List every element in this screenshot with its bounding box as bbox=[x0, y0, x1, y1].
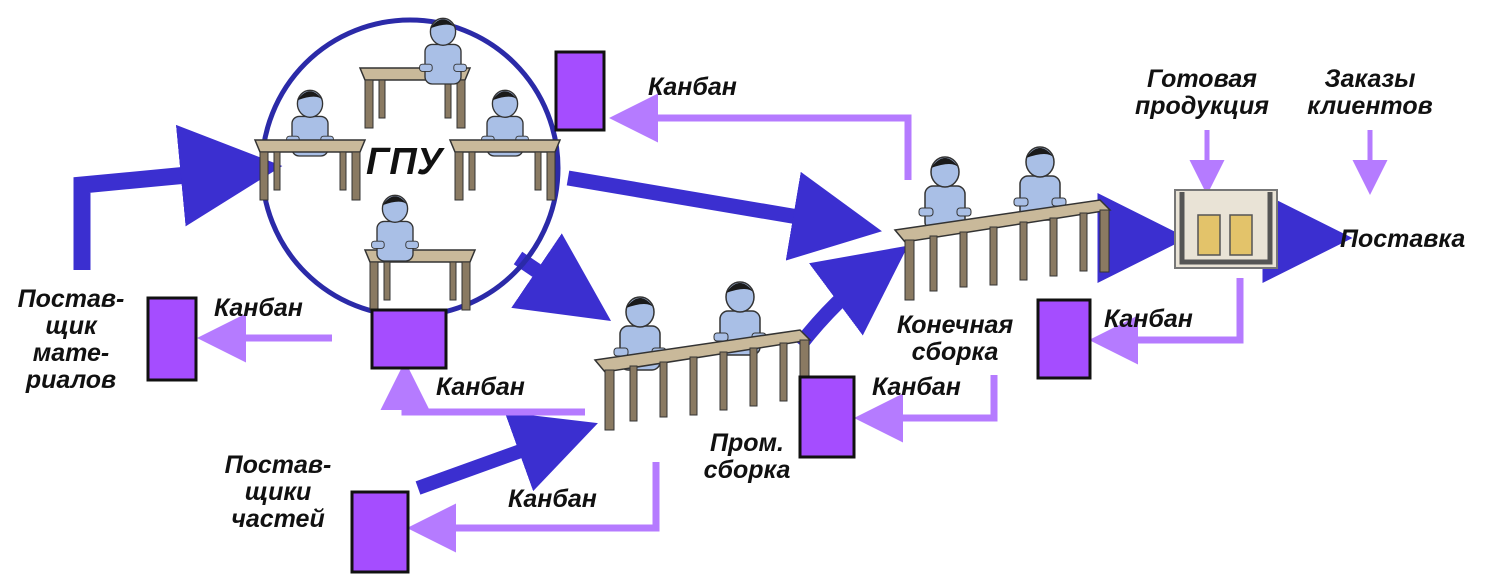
flow-parts-to-intermediate bbox=[415, 412, 598, 495]
gpu-label: ГПУ bbox=[366, 141, 443, 183]
customer-orders-label: Заказы клиентов bbox=[1307, 65, 1433, 120]
finished-goods-label: Готовая продукция bbox=[1135, 65, 1269, 120]
kanban-arrow-intermediate-to-gpu bbox=[380, 361, 585, 416]
flow-gpu-to-intermediate bbox=[511, 233, 612, 322]
gpu-worker-top bbox=[359, 17, 471, 129]
goods-box bbox=[1229, 214, 1253, 256]
gpu-worker-left bbox=[254, 89, 366, 201]
delivery-label: Поставка bbox=[1340, 225, 1466, 253]
goods-box bbox=[1197, 214, 1221, 256]
kanban-arrow-intermediate-to-parts bbox=[407, 462, 660, 553]
kanban-label: Канбан bbox=[1104, 305, 1193, 333]
flow-supplier-to-gpu bbox=[73, 124, 283, 270]
kanban-card-final bbox=[1036, 298, 1092, 380]
kanban-label: Канбан bbox=[508, 485, 597, 513]
kanban-label: Канбан bbox=[648, 73, 737, 101]
kanban-label: Канбан bbox=[214, 294, 303, 322]
intermediate-assembly-label: Пром. сборка bbox=[703, 429, 791, 484]
kanban-card-materials bbox=[146, 296, 198, 382]
material-flow-arrows bbox=[73, 124, 1353, 495]
kanban-card-intermediate bbox=[798, 375, 856, 459]
kanban-card-gpu-in bbox=[370, 308, 448, 370]
kanban-label: Канбан bbox=[436, 373, 525, 401]
kanban-arrow-goods-to-final bbox=[1089, 278, 1244, 365]
kanban-label: Канбан bbox=[872, 373, 961, 401]
flow-intermediate-to-final bbox=[794, 245, 909, 350]
gpu-worker-bottom bbox=[364, 194, 476, 311]
kanban-arrow-final-to-intermediate bbox=[854, 375, 998, 443]
materials-supplier-label: Постав- щик мате- риалов bbox=[17, 285, 125, 394]
final-assembly-label: Конечная сборка bbox=[896, 311, 1014, 366]
kanban-arrow-final-to-gpu-card bbox=[609, 93, 912, 180]
finished-goods-bin bbox=[1174, 189, 1278, 269]
parts-suppliers-label: Постав- щики частей bbox=[224, 451, 332, 533]
intermediate-assembly-station bbox=[594, 281, 811, 431]
flow-gpu-to-final bbox=[566, 170, 882, 261]
kanban-flow-arrows bbox=[197, 93, 1388, 553]
kanban-card-parts bbox=[350, 490, 410, 574]
kanban-card-gpu bbox=[554, 50, 606, 132]
kanban-cards bbox=[146, 50, 1092, 574]
final-assembly-station bbox=[894, 146, 1111, 301]
